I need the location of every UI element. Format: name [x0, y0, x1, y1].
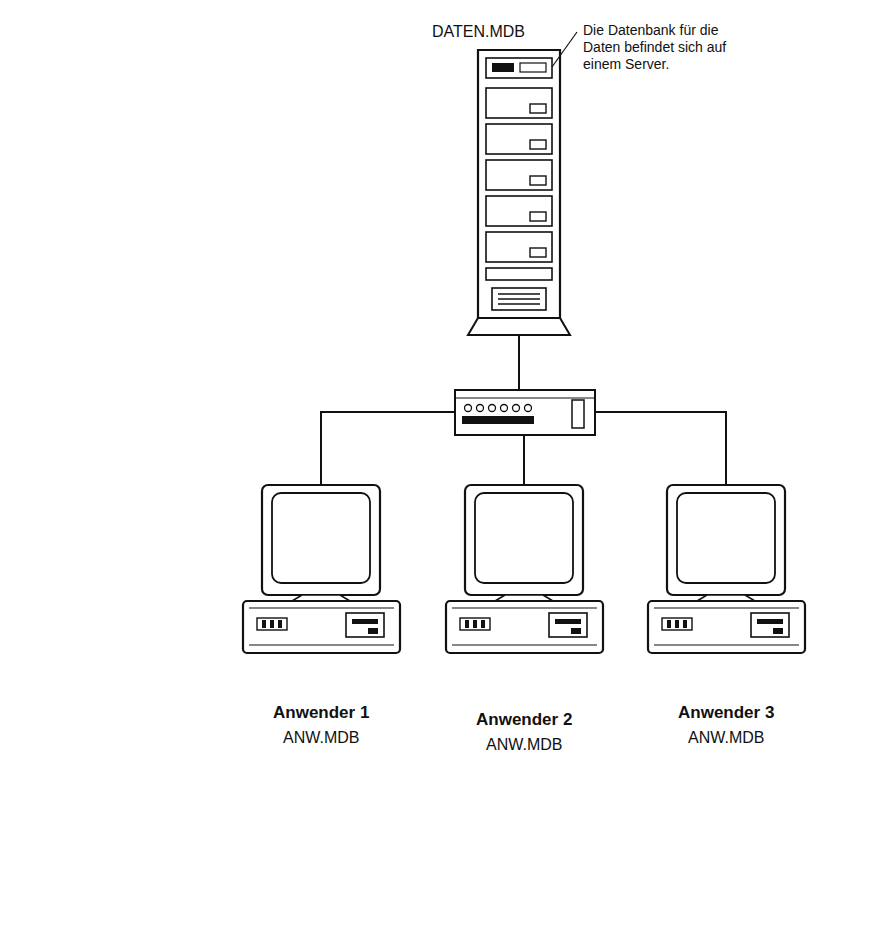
server-node: DATEN.MDB: [430, 8, 608, 335]
file-name: ANW.MDB: [283, 728, 359, 747]
computer-icon: [243, 485, 400, 653]
file-name: ANW.MDB: [486, 735, 562, 754]
server-tower: [468, 50, 570, 335]
node-title: Anwender 2: [476, 710, 572, 730]
client-node: Anwender 2 ANW.MDB: [443, 485, 605, 760]
file-name: ANW.MDB: [688, 728, 764, 747]
client-node: Anwender 3 ANW.MDB: [645, 485, 807, 760]
leader-line: [552, 32, 577, 67]
callout-note: Die Datenbank für die Daten befindet sic…: [583, 22, 733, 72]
network-hub: [455, 390, 595, 435]
client-node: Anwender 1 ANW.MDB: [240, 485, 402, 760]
node-title: Anwender 1: [273, 703, 369, 723]
computer-icon: [648, 485, 805, 653]
node-title: Anwender 3: [678, 703, 774, 723]
network-cable: [321, 335, 519, 485]
computer-icon: [446, 485, 603, 653]
node-title: DATEN.MDB: [432, 22, 525, 41]
